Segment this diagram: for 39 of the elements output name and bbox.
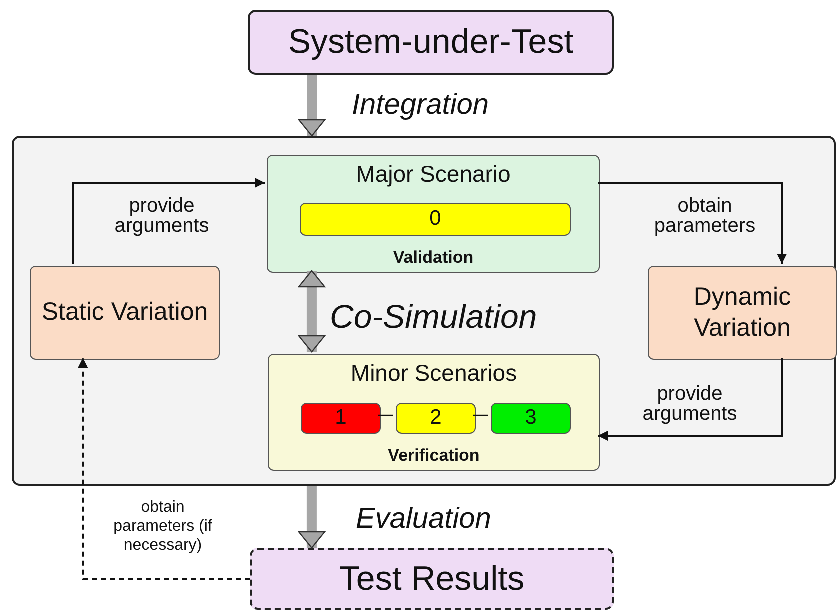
edge-label: Co-Simulation xyxy=(330,297,538,337)
edge-label: Integration xyxy=(352,88,490,123)
edge-label: Evaluation xyxy=(356,502,492,537)
arrow xyxy=(598,182,788,264)
edge-label: obtain parameters xyxy=(653,196,757,236)
arrow xyxy=(598,358,784,441)
node-subtitle: Validation xyxy=(393,246,474,268)
node-title: Minor Scenarios xyxy=(350,359,518,388)
process-box xyxy=(248,10,614,75)
scenario-box xyxy=(268,354,600,471)
node-title: 3 xyxy=(525,405,537,432)
arrow xyxy=(72,178,265,264)
arrow xyxy=(78,358,250,580)
edge-label: obtain parameters (if necessary) xyxy=(112,498,214,555)
scenario-bar xyxy=(396,403,476,434)
block-arrow xyxy=(298,486,326,549)
node-title: 2 xyxy=(430,405,442,432)
scenario-bar xyxy=(300,203,571,236)
edge-label: provide arguments xyxy=(642,384,738,424)
scenario-bar xyxy=(301,403,381,434)
connector-line xyxy=(378,414,393,416)
node-title: Major Scenario xyxy=(356,160,511,189)
node-subtitle: Verification xyxy=(388,444,480,466)
container-box xyxy=(12,136,836,486)
node-title: Dynamic Variation xyxy=(692,282,792,344)
node-title: Test Results xyxy=(339,558,525,600)
node-title: Static Variation xyxy=(42,297,208,328)
connector-line xyxy=(473,414,488,416)
scenario-box xyxy=(267,155,600,273)
scenario-bar xyxy=(491,403,571,434)
block-arrow xyxy=(298,270,326,353)
block-arrow xyxy=(298,75,326,137)
variation-box xyxy=(30,266,220,360)
edge-label: provide arguments xyxy=(114,196,210,236)
result-box xyxy=(250,548,614,610)
node-title: System-under-Test xyxy=(288,22,574,64)
node-title: 0 xyxy=(430,206,442,232)
variation-box xyxy=(648,266,837,360)
node-title: 1 xyxy=(335,405,347,432)
